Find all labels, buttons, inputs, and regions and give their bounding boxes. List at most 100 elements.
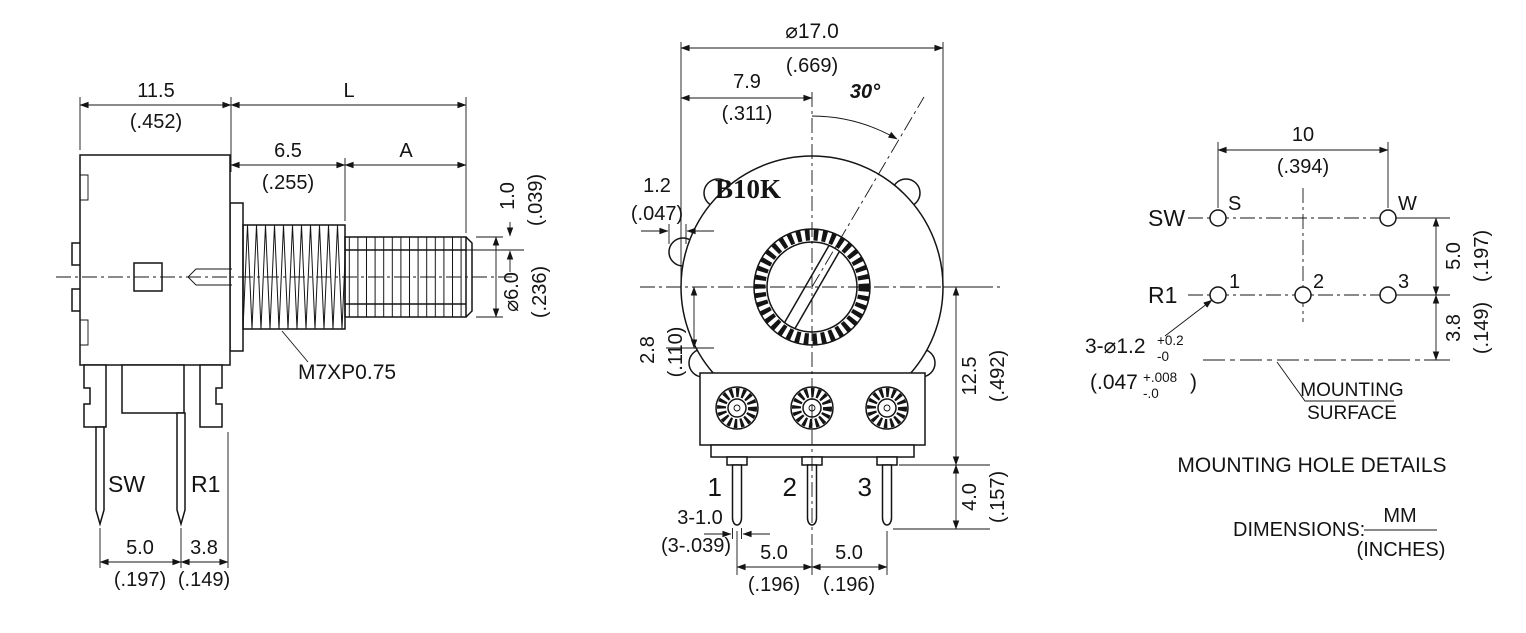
shaft-knurl-ring: [754, 229, 870, 345]
front-body: B10K: [640, 92, 1000, 545]
side-view: 11.5 (.452) L 6.5 (.255) A 1.0 (.039) ⌀6…: [56, 80, 551, 591]
body-step-upper: [80, 174, 89, 201]
dim-depth-in: (.492): [987, 350, 1009, 402]
label-row-sw: SW: [1148, 205, 1185, 231]
dim-slot-offset: 7.9: [733, 71, 761, 93]
side-body: [56, 154, 512, 527]
dim-row-gap: 5.0: [1443, 242, 1465, 270]
terminal-pin-3: [881, 464, 893, 526]
base-strip: [710, 444, 915, 458]
hole-note: 3-⌀1.2: [1085, 335, 1146, 358]
dim-pin-w-in: (3-.039): [661, 535, 731, 557]
label-row-r1: R1: [1148, 282, 1177, 308]
pin3-mount: [876, 456, 898, 466]
dim-flat-depth-in: (.039): [525, 174, 547, 226]
label-pin-3: 3: [858, 472, 872, 502]
unit-mm: MM: [1383, 505, 1416, 527]
dim-pin-pitch: 5.0: [126, 537, 154, 559]
dim-body-width: 11.5: [137, 80, 174, 102]
dim-pitch2-in: (.196): [823, 574, 875, 596]
front-view: B10K ⌀17.0: [631, 20, 1009, 596]
hole-note-tol-minus: -0: [1157, 349, 1169, 364]
post-right: [199, 364, 223, 428]
label-hole-w: W: [1398, 193, 1417, 215]
body-marking: B10K: [715, 174, 781, 204]
label-hole-s: S: [1228, 193, 1241, 215]
dim-pin-pitch-in: (.197): [114, 569, 166, 591]
label-pin-1: 1: [708, 472, 722, 502]
dim-body-width-in: (.452): [130, 111, 182, 133]
dim-body-dia: ⌀17.0: [785, 20, 839, 43]
label-mounting: MOUNTING: [1300, 380, 1403, 401]
post-left: [83, 364, 107, 428]
dim-span: 10: [1292, 124, 1314, 146]
dim-shaft-dia-in: (.236): [529, 266, 551, 318]
hole-note-leader: [1164, 299, 1213, 337]
hole-note-in: (.047: [1090, 371, 1138, 394]
dim-knurl-len: A: [399, 140, 413, 162]
dim-pitch1: 5.0: [760, 542, 788, 564]
eyelet-3: [865, 386, 909, 430]
dim-pin-offset: 3.8: [190, 537, 218, 559]
dim-tab-w: 1.2: [643, 175, 671, 197]
dim-pin-offset-in: (.149): [178, 569, 230, 591]
hole-w: [1379, 209, 1397, 227]
body-step-lower: [80, 319, 89, 346]
dim-shaft-len: L: [343, 80, 354, 102]
label-hole-3: 3: [1398, 271, 1409, 293]
mount-holes: [1188, 188, 1424, 361]
dim-pin-w: 3-1.0: [677, 507, 723, 529]
dim-surf-gap-in: (.149): [1471, 302, 1493, 354]
hole-note-tol-plus: +0.2: [1157, 333, 1184, 348]
dim-row-gap-in: (.197): [1471, 230, 1493, 282]
dim-depth: 12.5: [959, 357, 981, 396]
hole-s: [1209, 209, 1227, 227]
dim-tab-h-in: (.110): [665, 327, 687, 378]
view-title: MOUNTING HOLE DETAILS: [1177, 454, 1446, 477]
switch-block: [121, 364, 185, 414]
label-pin-2: 2: [783, 472, 797, 502]
dim-pitch2: 5.0: [835, 542, 863, 564]
dimensions-label: DIMENSIONS:: [1233, 519, 1365, 541]
pin1-mount: [726, 456, 748, 466]
hole-2: [1294, 286, 1312, 304]
label-hole-2: 2: [1313, 271, 1324, 293]
hole-note-close-paren: ): [1190, 371, 1197, 394]
hole-note-in-tol-minus: -.0: [1143, 386, 1159, 401]
thread-leader: [281, 330, 309, 363]
side-dimensions: 11.5 (.452) L 6.5 (.255) A 1.0 (.039) ⌀6…: [79, 80, 551, 591]
dim-pin-len-in: (.157): [987, 471, 1009, 523]
dim-tab-h: 2.8: [637, 336, 659, 364]
label-sw: SW: [108, 471, 145, 497]
terminal-pin-1: [731, 464, 743, 526]
slot-line-b: [783, 244, 830, 324]
slot-line-a: [794, 250, 841, 330]
dim-pitch1-in: (.196): [748, 574, 800, 596]
label-hole-1: 1: [1229, 271, 1240, 293]
pin-sw: [95, 426, 105, 527]
dim-shaft-dia: ⌀6.0: [501, 272, 523, 312]
dim-flat-depth: 1.0: [497, 182, 519, 210]
mount-dimensions: 10 (.394) SW R1 S W 1 2 3 5.0 (.197) 3.8…: [1148, 124, 1493, 361]
slot-angle-centerline: [811, 96, 925, 288]
dim-pin-len: 4.0: [959, 483, 981, 511]
thread-spec: M7XP0.75: [298, 361, 396, 384]
dim-span-in: (.394): [1277, 156, 1329, 178]
label-r1: R1: [191, 471, 220, 497]
dim-tab-w-in: (.047): [631, 203, 683, 225]
unit-inches: (INCHES): [1357, 539, 1446, 561]
dim-slot-angle: 30°: [850, 81, 881, 103]
eyelet-1: [715, 386, 759, 430]
dim-body-dia-in: (.669): [786, 55, 838, 77]
body-outline: [79, 154, 231, 366]
dim-surf-gap: 3.8: [1443, 314, 1465, 342]
dim-slot-offset-in: (.311): [722, 103, 773, 125]
hole-1: [1209, 286, 1227, 304]
mount-view: 10 (.394) SW R1 S W 1 2 3 5.0 (.197) 3.8…: [1085, 124, 1493, 561]
surface-leader: [1276, 361, 1394, 402]
pin-r1: [176, 412, 186, 527]
dim-bushing-len: 6.5: [274, 140, 302, 162]
label-surface: SURFACE: [1307, 403, 1397, 424]
